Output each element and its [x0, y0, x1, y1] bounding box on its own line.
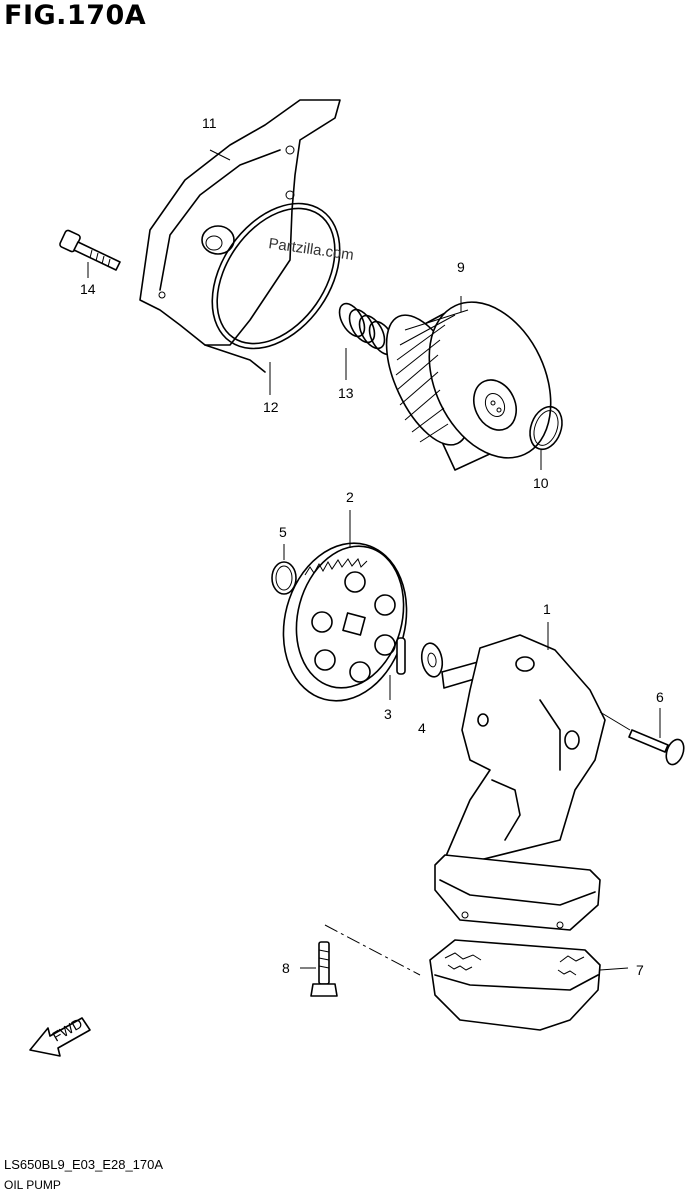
part-1-oil-pump[interactable] [434, 622, 606, 931]
part-5-circlip[interactable] [271, 544, 297, 595]
part-7-strainer[interactable] [429, 939, 629, 1031]
part-6-bolt[interactable] [599, 708, 687, 767]
part-9-oil-filter[interactable] [369, 282, 574, 477]
figure-title: FIG.170A [4, 0, 147, 31]
callout-8[interactable]: 8 [282, 960, 290, 976]
callout-3[interactable]: 3 [384, 706, 392, 722]
part-4-washer[interactable] [419, 642, 445, 679]
callout-6[interactable]: 6 [656, 689, 664, 705]
part-3-pin[interactable] [389, 637, 406, 700]
callout-1[interactable]: 1 [543, 601, 551, 617]
callout-5[interactable]: 5 [279, 524, 287, 540]
part-8-bolt[interactable] [300, 924, 421, 997]
callout-12[interactable]: 12 [263, 399, 279, 415]
callout-9[interactable]: 9 [457, 259, 465, 275]
figure-code: LS650BL9_E03_E28_170A [4, 1157, 164, 1172]
fwd-arrow: FWD [29, 1015, 91, 1057]
callout-11[interactable]: 11 [202, 115, 217, 131]
callout-4[interactable]: 4 [418, 720, 426, 736]
callout-13[interactable]: 13 [338, 385, 354, 401]
callout-10[interactable]: 10 [533, 475, 549, 491]
part-2-gear[interactable] [266, 510, 423, 715]
part-12-o-ring[interactable] [186, 179, 366, 395]
callout-7[interactable]: 7 [636, 962, 644, 978]
part-10-o-ring[interactable] [524, 402, 567, 470]
figure-name: OIL PUMP [4, 1178, 61, 1192]
part-11-cover[interactable] [139, 99, 341, 373]
part-14-bolt[interactable] [59, 229, 121, 278]
callout-14[interactable]: 14 [80, 281, 96, 297]
callout-2[interactable]: 2 [346, 489, 354, 505]
